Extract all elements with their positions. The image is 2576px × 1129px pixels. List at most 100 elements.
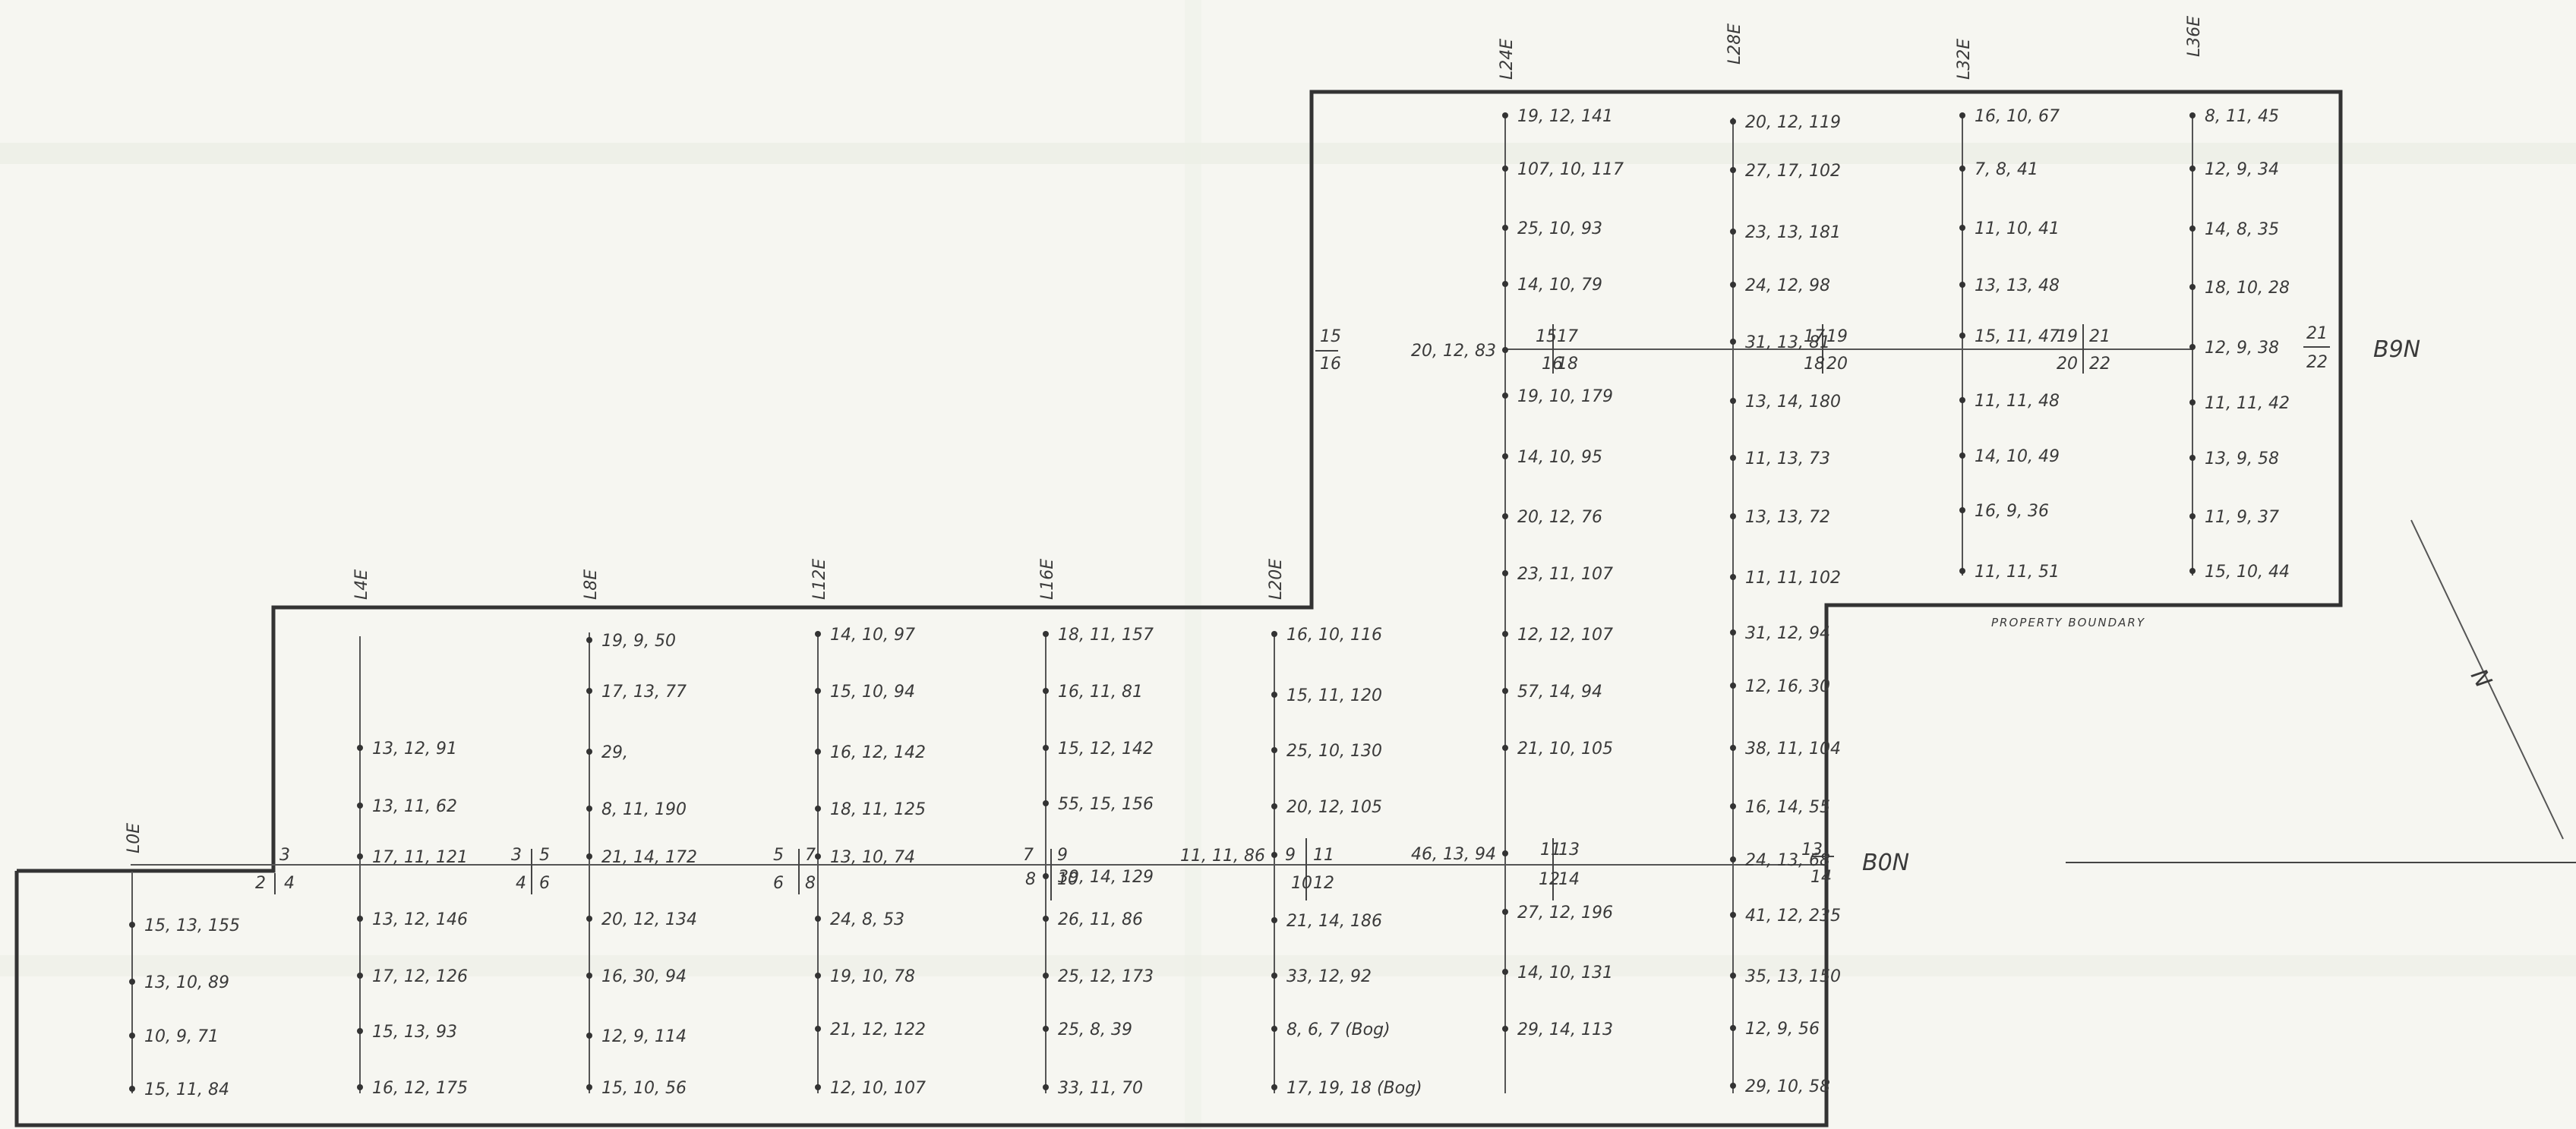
sample-value: 38, 11, 104 xyxy=(1745,740,1841,758)
sample-value: 16, 11, 81 xyxy=(1058,683,1143,702)
sample-point xyxy=(1730,574,1736,580)
sample-value: 19, 10, 78 xyxy=(830,967,915,986)
sample-value: 24, 13, 68 xyxy=(1745,851,1830,870)
sample-point xyxy=(1502,1026,1508,1032)
sample-value: 26, 11, 86 xyxy=(1058,910,1143,929)
grid-block-number: 3 xyxy=(511,846,522,865)
sample-value: 21, 14, 186 xyxy=(1286,912,1382,931)
sample-point xyxy=(129,1086,135,1092)
sample-point xyxy=(2189,344,2196,350)
sample-point xyxy=(586,688,592,694)
sample-point xyxy=(1959,333,1965,339)
sample-value: 29, 10, 58 xyxy=(1745,1077,1830,1096)
sample-point xyxy=(1271,631,1277,637)
sample-value: 14, 10, 49 xyxy=(1975,447,2060,466)
sample-point xyxy=(1271,1026,1277,1032)
sample-value: 14, 10, 97 xyxy=(830,626,915,645)
sample-value: 13, 14, 180 xyxy=(1745,393,1841,412)
sample-point xyxy=(1959,166,1965,172)
sample-value: 15, 10, 56 xyxy=(601,1079,687,1098)
sample-value: 13, 13, 48 xyxy=(1975,276,2060,295)
sample-value: 12, 9, 38 xyxy=(2205,339,2279,358)
sample-value: 17, 19, 18 (Bog) xyxy=(1286,1079,1422,1098)
sample-point xyxy=(1959,112,1965,118)
grid-block-number: 3 xyxy=(279,846,290,865)
line-label-l24e: L24E xyxy=(1498,39,1517,80)
grid-block-number: 4 xyxy=(516,874,526,893)
sample-point xyxy=(2189,399,2196,405)
sample-point xyxy=(815,1084,821,1090)
sample-value: 20, 12, 83 xyxy=(1411,342,1496,361)
sample-point xyxy=(1730,856,1736,863)
sample-value: 12, 9, 114 xyxy=(601,1027,687,1046)
grid-block-number: 18 xyxy=(1804,355,1825,374)
sample-value: 16, 9, 36 xyxy=(1975,502,2049,521)
sample-point xyxy=(1502,631,1508,637)
line-label-l36e: L36E xyxy=(2185,16,2204,57)
sample-value: 14, 10, 131 xyxy=(1517,963,1613,982)
grid-block-number: 8 xyxy=(1025,870,1036,889)
sample-value: 39, 14, 129 xyxy=(1058,868,1154,887)
sample-value: 27, 12, 196 xyxy=(1517,904,1613,922)
sample-value: 13, 11, 62 xyxy=(372,797,457,816)
sample-point xyxy=(1959,397,1965,403)
sample-point xyxy=(586,853,592,859)
sample-value: 11, 11, 48 xyxy=(1975,392,2060,411)
sample-point xyxy=(1730,1083,1736,1089)
sample-value: 8, 11, 190 xyxy=(601,800,687,819)
sample-point xyxy=(357,973,363,979)
sample-value: 107, 10, 117 xyxy=(1517,160,1624,179)
sample-point xyxy=(1043,631,1049,637)
sample-point xyxy=(586,916,592,922)
sample-value: 41, 12, 235 xyxy=(1745,907,1841,926)
sample-point xyxy=(1502,112,1508,118)
sample-point xyxy=(1959,568,1965,574)
sample-value: 14, 10, 95 xyxy=(1517,448,1602,467)
sample-point xyxy=(357,1028,363,1034)
sample-point xyxy=(1502,166,1508,172)
sample-value: 19, 9, 50 xyxy=(601,632,676,651)
grid-block-number: 9 xyxy=(1057,846,1068,865)
grid-block-number: 17 xyxy=(1557,327,1578,346)
sample-point xyxy=(1502,281,1508,287)
sample-value: 16, 14, 55 xyxy=(1745,798,1830,817)
sample-point xyxy=(1502,393,1508,399)
sample-point xyxy=(1271,803,1277,809)
sample-point xyxy=(129,1033,135,1039)
grid-numbers-layer: 2343456567878910910111211121314131415161… xyxy=(255,324,2328,893)
sample-point xyxy=(1502,225,1508,231)
sample-point xyxy=(1043,916,1049,922)
sample-value: 18, 10, 28 xyxy=(2205,279,2290,298)
sample-value: 15, 11, 84 xyxy=(144,1080,229,1099)
sample-point xyxy=(357,916,363,922)
sample-value: 7, 8, 41 xyxy=(1975,160,2038,179)
sample-value: 19, 10, 179 xyxy=(1517,387,1613,406)
sample-point xyxy=(2189,166,2196,172)
sample-point xyxy=(1502,969,1508,975)
sample-point xyxy=(2189,455,2196,461)
line-label-l20e: L20E xyxy=(1267,559,1286,600)
grid-block-number: 21 xyxy=(2306,324,2328,343)
line-label-l8e: L8E xyxy=(582,569,601,600)
line-label-l16e: L16E xyxy=(1038,559,1057,600)
grid-block-number: 12 xyxy=(1539,870,1560,889)
grid-block-number: 6 xyxy=(539,874,550,893)
sample-point xyxy=(1502,570,1508,576)
sample-value: 24, 12, 98 xyxy=(1745,276,1830,295)
sample-value: 11, 11, 86 xyxy=(1180,847,1265,866)
sample-value: 15, 13, 93 xyxy=(372,1023,457,1042)
sample-value: 17, 12, 126 xyxy=(372,967,468,986)
sample-point xyxy=(1730,912,1736,918)
sample-point xyxy=(1502,745,1508,751)
sample-value: 8, 11, 45 xyxy=(2205,107,2279,126)
sample-value: 16, 10, 116 xyxy=(1286,626,1382,645)
sample-value: 15, 12, 142 xyxy=(1058,740,1154,758)
grid-block-number: 15 xyxy=(1320,327,1341,346)
sample-value: 31, 13, 81 xyxy=(1745,333,1830,352)
line-label-l28e: L28E xyxy=(1725,24,1744,65)
sample-point xyxy=(1271,747,1277,753)
sample-value: 18, 11, 157 xyxy=(1058,626,1154,645)
sample-value: 27, 17, 102 xyxy=(1745,162,1841,181)
